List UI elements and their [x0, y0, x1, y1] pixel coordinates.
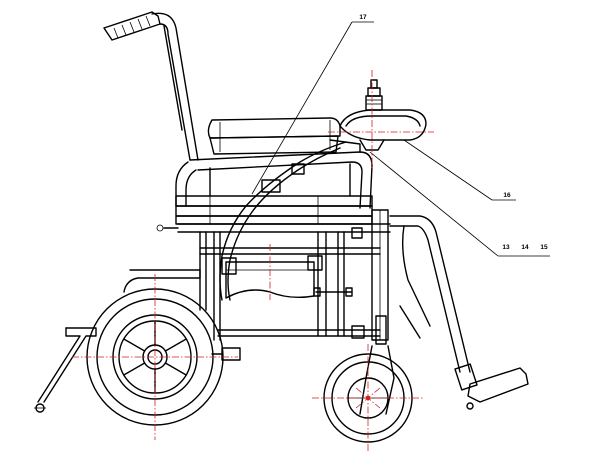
- rear-wheel: [86, 269, 241, 426]
- lower-frame: [156, 209, 391, 341]
- part-label-14: 14: [521, 244, 529, 251]
- seat-cushion: [207, 117, 341, 155]
- anti-tip-bar: [34, 327, 97, 413]
- push-handle: [103, 11, 199, 161]
- part-label-13: 13: [502, 244, 510, 251]
- leader-lines: [251, 21, 550, 257]
- controller-box: [329, 79, 427, 153]
- part-label-16: 16: [503, 192, 511, 199]
- centerlines: [72, 70, 434, 452]
- leg-rest: [389, 215, 529, 410]
- battery-block: [175, 163, 373, 225]
- motor-housing: [221, 255, 353, 299]
- part-label-15: 15: [540, 244, 548, 251]
- part-label-17: 17: [359, 14, 367, 21]
